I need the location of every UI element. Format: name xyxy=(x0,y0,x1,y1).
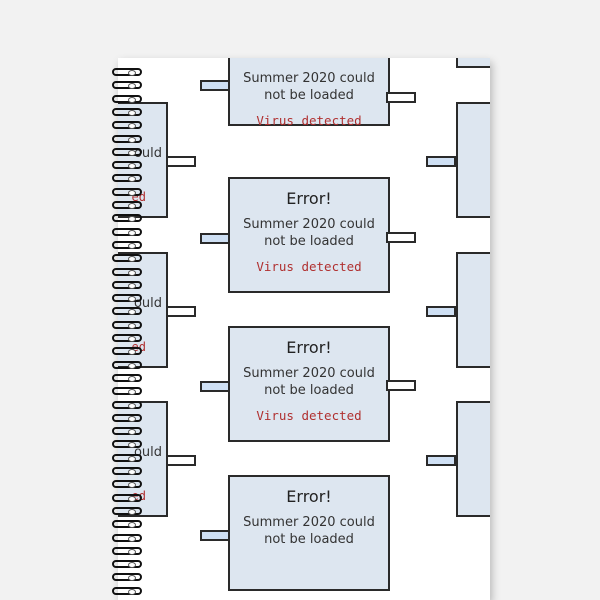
message-line1: Summer 2020 could xyxy=(243,217,375,232)
sticker-message: Summer 2020 could not be loaded xyxy=(230,216,388,250)
spiral-ring xyxy=(112,453,148,462)
error-sticker-top: Summer 2020 could not be loaded Virus de… xyxy=(228,58,390,128)
window-bar-left xyxy=(200,233,230,244)
window-bar-left xyxy=(426,455,456,466)
spiral-binding xyxy=(112,60,152,600)
spiral-ring xyxy=(112,586,148,595)
spiral-ring xyxy=(112,94,148,103)
message-line2: not be loaded xyxy=(264,234,354,249)
spiral-ring xyxy=(112,174,148,183)
spiral-ring xyxy=(112,506,148,515)
spiral-ring xyxy=(112,387,148,396)
window-bar-left xyxy=(426,156,456,167)
spiral-ring xyxy=(112,360,148,369)
sticker-message: Summer 2020 could not be loaded xyxy=(230,365,388,399)
spiral-ring xyxy=(112,227,148,236)
spiral-ring xyxy=(112,560,148,569)
error-sticker: Error! Summer 2020 could not be loaded V… xyxy=(228,326,390,442)
spiral-ring xyxy=(112,573,148,582)
message-line2: not be loaded xyxy=(264,88,354,103)
message-line1: Summer 2020 could xyxy=(243,515,375,530)
spiral-ring xyxy=(112,107,148,116)
spiral-ring xyxy=(112,427,148,436)
spiral-ring xyxy=(112,546,148,555)
spiral-ring xyxy=(112,294,148,303)
spiral-ring xyxy=(112,373,148,382)
sticker-title: Error! xyxy=(286,338,332,357)
window-bar-right xyxy=(386,232,416,243)
spiral-ring xyxy=(112,467,148,475)
spiral-ring xyxy=(112,413,148,422)
window-bar-right xyxy=(386,380,416,391)
spiral-ring xyxy=(112,280,148,289)
window-bar-left xyxy=(200,80,230,91)
window-bar-right xyxy=(166,306,196,317)
spiral-ring xyxy=(112,480,148,489)
message-line1: Summer 2020 could xyxy=(243,366,375,381)
edge-sticker-right xyxy=(456,58,490,68)
spiral-ring xyxy=(112,161,148,170)
virus-label: Virus detected xyxy=(256,408,362,423)
spiral-notebook: Summer 2020 could not be loaded Virus de… xyxy=(118,58,490,600)
spiral-ring xyxy=(112,533,148,542)
sticker-message: Summer 2020 could not be loaded xyxy=(230,514,388,548)
spiral-ring xyxy=(112,440,148,449)
window-bar-right xyxy=(166,455,196,466)
spiral-ring xyxy=(112,81,148,90)
error-sticker-bottom: Error! Summer 2020 could not be loaded xyxy=(228,475,390,591)
spiral-ring xyxy=(112,147,148,156)
spiral-ring xyxy=(112,187,148,196)
spiral-ring xyxy=(112,267,148,276)
edge-sticker-right xyxy=(456,252,490,368)
spiral-ring xyxy=(112,400,148,409)
spiral-ring xyxy=(112,347,148,356)
virus-label: Virus detected xyxy=(256,113,362,128)
spiral-ring xyxy=(112,201,148,209)
window-bar-left xyxy=(426,306,456,317)
window-bar-left xyxy=(200,530,230,541)
spiral-ring xyxy=(112,68,148,76)
spiral-ring xyxy=(112,334,148,342)
edge-sticker-right xyxy=(456,401,490,517)
sticker-title: Error! xyxy=(286,487,332,506)
window-bar-left xyxy=(200,381,230,392)
spiral-ring xyxy=(112,214,148,223)
sticker-title: Error! xyxy=(286,189,332,208)
window-bar-right xyxy=(386,92,416,103)
spiral-ring xyxy=(112,254,148,263)
spiral-ring xyxy=(112,240,148,249)
sticker-message: Summer 2020 could not be loaded xyxy=(230,70,388,104)
spiral-ring xyxy=(112,307,148,316)
message-line1: Summer 2020 could xyxy=(243,71,375,86)
spiral-ring xyxy=(112,121,148,130)
spiral-ring xyxy=(112,493,148,502)
error-sticker: Error! Summer 2020 could not be loaded V… xyxy=(228,177,390,293)
edge-sticker-right xyxy=(456,102,490,218)
window-bar-right xyxy=(166,156,196,167)
spiral-ring xyxy=(112,320,148,329)
message-line2: not be loaded xyxy=(264,383,354,398)
spiral-ring xyxy=(112,520,148,529)
edge-sticker-left: ould ed xyxy=(118,252,168,368)
message-line2: not be loaded xyxy=(264,532,354,547)
virus-label: Virus detected xyxy=(256,259,362,274)
spiral-ring xyxy=(112,134,148,143)
